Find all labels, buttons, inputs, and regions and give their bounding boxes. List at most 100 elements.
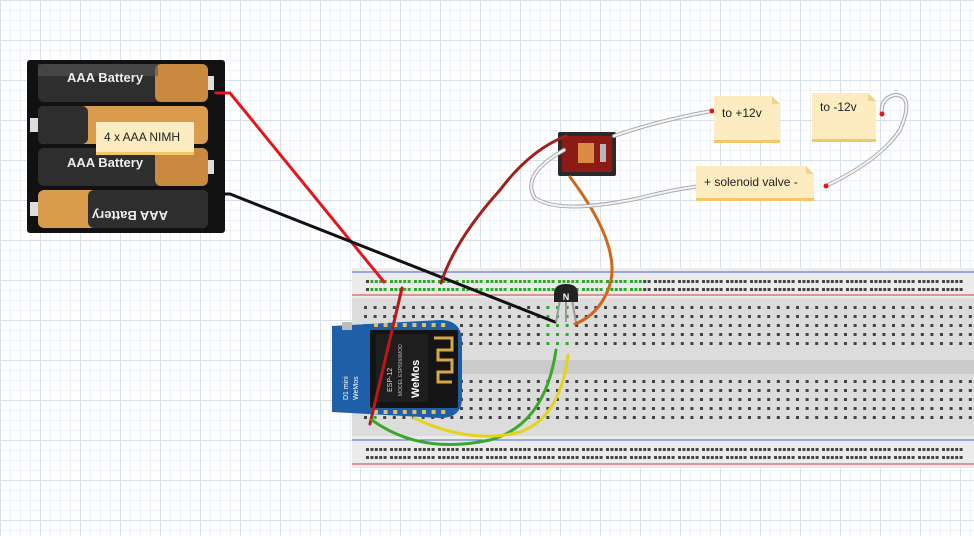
relay-coil-positive-wire xyxy=(439,134,568,285)
breadboard-hole xyxy=(911,398,915,401)
breadboard-hole xyxy=(920,407,924,410)
breadboard-hole xyxy=(390,448,393,451)
breadboard-hole xyxy=(767,456,771,459)
breadboard-hole xyxy=(364,306,367,309)
note-fold xyxy=(772,96,780,104)
breadboard-hole xyxy=(776,315,780,318)
breadboard-hole xyxy=(680,333,684,336)
breadboard-hole xyxy=(652,306,655,309)
breadboard-hole xyxy=(878,456,882,459)
gpio-yellow-wire xyxy=(412,353,570,438)
breadboard-hole xyxy=(811,456,815,459)
breadboard-hole xyxy=(475,280,479,283)
breadboard-hole xyxy=(488,324,492,327)
breadboard-hole xyxy=(863,448,867,451)
breadboard-hole xyxy=(907,456,911,459)
breadboard-hole xyxy=(498,333,502,336)
board-pin xyxy=(402,410,407,414)
plus12v-note[interactable]: to +12v xyxy=(714,96,780,140)
board-pin xyxy=(383,410,388,414)
breadboard-hole xyxy=(446,288,450,291)
breadboard-hole xyxy=(690,389,694,392)
breadboard-hole xyxy=(460,416,463,419)
breadboard-hole xyxy=(494,456,498,459)
breadboard-hole xyxy=(575,398,579,401)
breadboard-hole xyxy=(730,456,734,459)
breadboard-hole xyxy=(584,407,588,410)
battery-note[interactable]: 4 x AAA NIMH xyxy=(96,122,194,152)
breadboard-hole xyxy=(719,407,723,410)
breadboard-hole xyxy=(536,324,540,327)
breadboard-hole xyxy=(582,280,585,283)
breadboard-hole xyxy=(863,280,867,283)
breadboard[interactable] xyxy=(352,268,974,468)
relay[interactable] xyxy=(558,132,616,176)
breadboard-hole xyxy=(594,380,598,383)
breadboard-hole xyxy=(728,380,732,383)
breadboard-hole xyxy=(942,288,945,291)
breadboard-hole xyxy=(815,389,819,392)
breadboard-hole xyxy=(700,333,703,336)
breadboard-hole xyxy=(748,306,751,309)
breadboard-hole xyxy=(470,280,474,283)
breadboard-hole xyxy=(758,456,762,459)
breadboard-hole xyxy=(479,407,483,410)
breadboard-hole xyxy=(571,448,575,451)
breadboard-hole xyxy=(922,456,926,459)
breadboard-hole xyxy=(383,306,387,309)
breadboard-hole xyxy=(894,456,897,459)
wires[interactable] xyxy=(214,91,909,446)
breadboard-hole xyxy=(834,315,838,318)
breadboard-hole xyxy=(901,398,905,401)
breadboard-hole xyxy=(613,416,617,419)
breadboard-hole xyxy=(926,280,930,283)
breadboard-hole xyxy=(414,280,417,283)
solenoid-note[interactable]: + solenoid valve - xyxy=(696,166,814,198)
breadboard-hole xyxy=(931,448,935,451)
breadboard-hole xyxy=(527,306,531,309)
breadboard-hole xyxy=(575,456,579,459)
breadboard-hole xyxy=(451,288,455,291)
breadboard-hole xyxy=(536,342,540,345)
breadboard-hole xyxy=(700,416,703,419)
breadboard-hole xyxy=(805,380,809,383)
breadboard-hole xyxy=(709,324,713,327)
breadboard-hole xyxy=(686,448,690,451)
breadboard-hole xyxy=(950,280,954,283)
breadboard-hole xyxy=(634,280,638,283)
breadboard-hole xyxy=(738,380,742,383)
breadboard-hole xyxy=(623,407,627,410)
breadboard-hole xyxy=(757,407,761,410)
breadboard-hole xyxy=(490,288,494,291)
npn-transistor[interactable]: N xyxy=(554,284,578,323)
breadboard-hole xyxy=(774,448,777,451)
breadboard-hole xyxy=(734,288,738,291)
minus12v-note[interactable]: to -12v xyxy=(812,93,876,139)
breadboard-hole xyxy=(366,456,369,459)
breadboard-hole xyxy=(835,448,839,451)
breadboard-hole xyxy=(719,398,723,401)
breadboard-holes[interactable] xyxy=(364,280,972,459)
breadboard-hole xyxy=(479,324,483,327)
breadboard-hole xyxy=(805,342,809,345)
breadboard-hole xyxy=(383,448,387,451)
breadboard-hole xyxy=(632,333,636,336)
breadboard-hole xyxy=(427,288,431,291)
breadboard-hole xyxy=(949,333,953,336)
wemos-d1-mini[interactable]: ESP-12 MODEL ESP8266MOD WeMos D1 mini We… xyxy=(332,320,462,418)
breadboard-hole xyxy=(920,306,924,309)
board-pin xyxy=(431,323,436,327)
breadboard-hole xyxy=(935,288,939,291)
breadboard-hole xyxy=(565,398,569,401)
breadboard-hole xyxy=(859,288,863,291)
breadboard-hole xyxy=(709,407,713,410)
breadboard-hole xyxy=(787,456,791,459)
breadboard-hole xyxy=(754,280,758,283)
breadboard-hole xyxy=(690,398,694,401)
breadboard-hole xyxy=(710,456,714,459)
breadboard-hole xyxy=(892,333,895,336)
breadboard-hole xyxy=(594,389,598,392)
breadboard-hole xyxy=(575,280,579,283)
breadboard-hole xyxy=(438,456,441,459)
